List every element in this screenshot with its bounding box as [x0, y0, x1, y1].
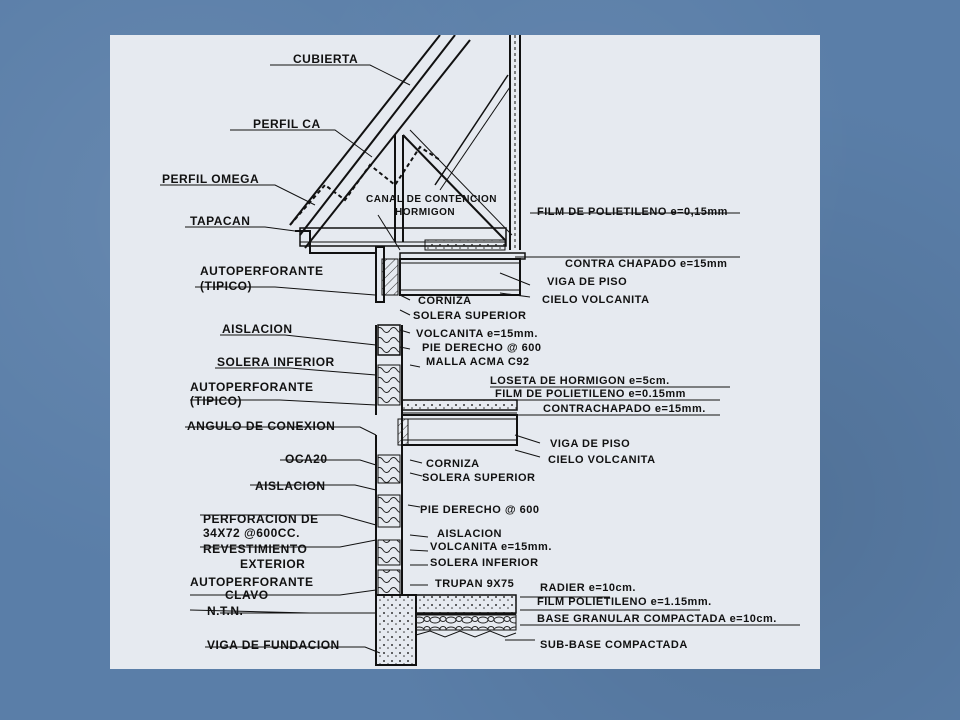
- label-oca20: OCA20: [285, 452, 328, 466]
- labels-right: CANAL DE CONTENCION HORMIGON FILM DE POL…: [366, 194, 777, 651]
- label-cubierta: CUBIERTA: [293, 52, 358, 66]
- label-angulo-conexion: ANGULO DE CONEXION: [187, 419, 335, 433]
- label-autoperforante-2b: (TIPICO): [190, 394, 242, 408]
- label-revestimiento-b: EXTERIOR: [240, 557, 305, 571]
- label-canal-a: CANAL DE CONTENCION: [366, 194, 497, 205]
- label-cielo-1: CIELO VOLCANITA: [542, 294, 650, 306]
- label-volcanita-2: VOLCANITA e=15mm.: [430, 541, 552, 553]
- label-canal-b: HORMIGON: [395, 207, 455, 218]
- label-contra-chapado-1: CONTRA CHAPADO e=15mm: [565, 258, 727, 270]
- label-autoperforante-3: AUTOPERFORANTE: [190, 575, 313, 589]
- label-cielo-2: CIELO VOLCANITA: [548, 454, 656, 466]
- label-ntn: N.T.N.: [207, 604, 243, 618]
- label-trupan: TRUPAN 9X75: [435, 578, 514, 590]
- label-film-3: FILM POLIETILENO e=1.15mm.: [537, 596, 712, 608]
- label-loseta: LOSETA DE HORMIGON e=5cm.: [490, 375, 670, 387]
- label-film-2: FILM DE POLIETILENO e=0.15mm: [495, 388, 686, 400]
- label-revestimiento-a: REVESTIMIENTO: [203, 542, 307, 556]
- label-aislacion-3: AISLACION: [437, 528, 502, 540]
- construction-detail-drawing: CUBIERTA PERFIL CA PERFIL OMEGA TAPACAN …: [110, 35, 820, 669]
- leader-lines-right: [377, 212, 800, 641]
- label-solera-inferior-1: SOLERA INFERIOR: [217, 355, 335, 369]
- middle-floor-joist: [397, 399, 518, 446]
- label-clavo: CLAVO: [225, 588, 269, 602]
- leader-lines-left: [160, 64, 411, 654]
- label-perforacion-b: 34X72 @600CC.: [203, 526, 300, 540]
- label-autoperforante-1b: (TIPICO): [200, 279, 252, 293]
- label-volcanita-1: VOLCANITA e=15mm.: [416, 328, 538, 340]
- upper-floor-joist: [381, 252, 526, 296]
- foundation: [220, 594, 517, 666]
- label-base: BASE GRANULAR COMPACTADA e=10cm.: [537, 613, 777, 625]
- label-perforacion-a: PERFORACION DE: [203, 512, 319, 526]
- label-film-1: FILM DE POLIETILENO e=0,15mm: [537, 206, 728, 218]
- section-diagram-svg: CUBIERTA PERFIL CA PERFIL OMEGA TAPACAN …: [160, 35, 800, 666]
- label-radier: RADIER e=10cm.: [540, 582, 636, 594]
- label-autoperforante-2a: AUTOPERFORANTE: [190, 380, 313, 394]
- label-viga-piso-1: VIGA DE PISO: [547, 276, 627, 288]
- label-aislacion-1: AISLACION: [222, 322, 293, 336]
- label-solera-sup-2: SOLERA SUPERIOR: [422, 472, 535, 484]
- label-solera-sup-1: SOLERA SUPERIOR: [413, 310, 526, 322]
- label-perfil-omega: PERFIL OMEGA: [162, 172, 259, 186]
- label-aislacion-2: AISLACION: [255, 479, 326, 493]
- label-malla: MALLA ACMA C92: [426, 356, 530, 368]
- label-contrachapado-2: CONTRACHAPADO e=15mm.: [543, 403, 706, 415]
- upper-wall: [375, 246, 403, 415]
- label-subbase: SUB-BASE COMPACTADA: [540, 639, 688, 651]
- label-pie-derecho-2: PIE DERECHO @ 600: [420, 504, 539, 516]
- label-perfil-ca: PERFIL CA: [253, 117, 321, 131]
- label-pie-derecho-1: PIE DERECHO @ 600: [422, 342, 541, 354]
- label-tapacan: TAPACAN: [190, 214, 250, 228]
- label-viga-piso-2: VIGA DE PISO: [550, 438, 630, 450]
- label-autoperforante-1a: AUTOPERFORANTE: [200, 264, 323, 278]
- roof-structure: [289, 35, 521, 254]
- label-cornisa-1: CORNIZA: [418, 295, 472, 307]
- label-cornisa-2: CORNIZA: [426, 458, 480, 470]
- label-viga-fundacion: VIGA DE FUNDACION: [207, 638, 340, 652]
- lower-wall: [375, 435, 403, 596]
- label-solera-inf-2: SOLERA INFERIOR: [430, 557, 539, 569]
- labels-left: CUBIERTA PERFIL CA PERFIL OMEGA TAPACAN …: [162, 52, 358, 652]
